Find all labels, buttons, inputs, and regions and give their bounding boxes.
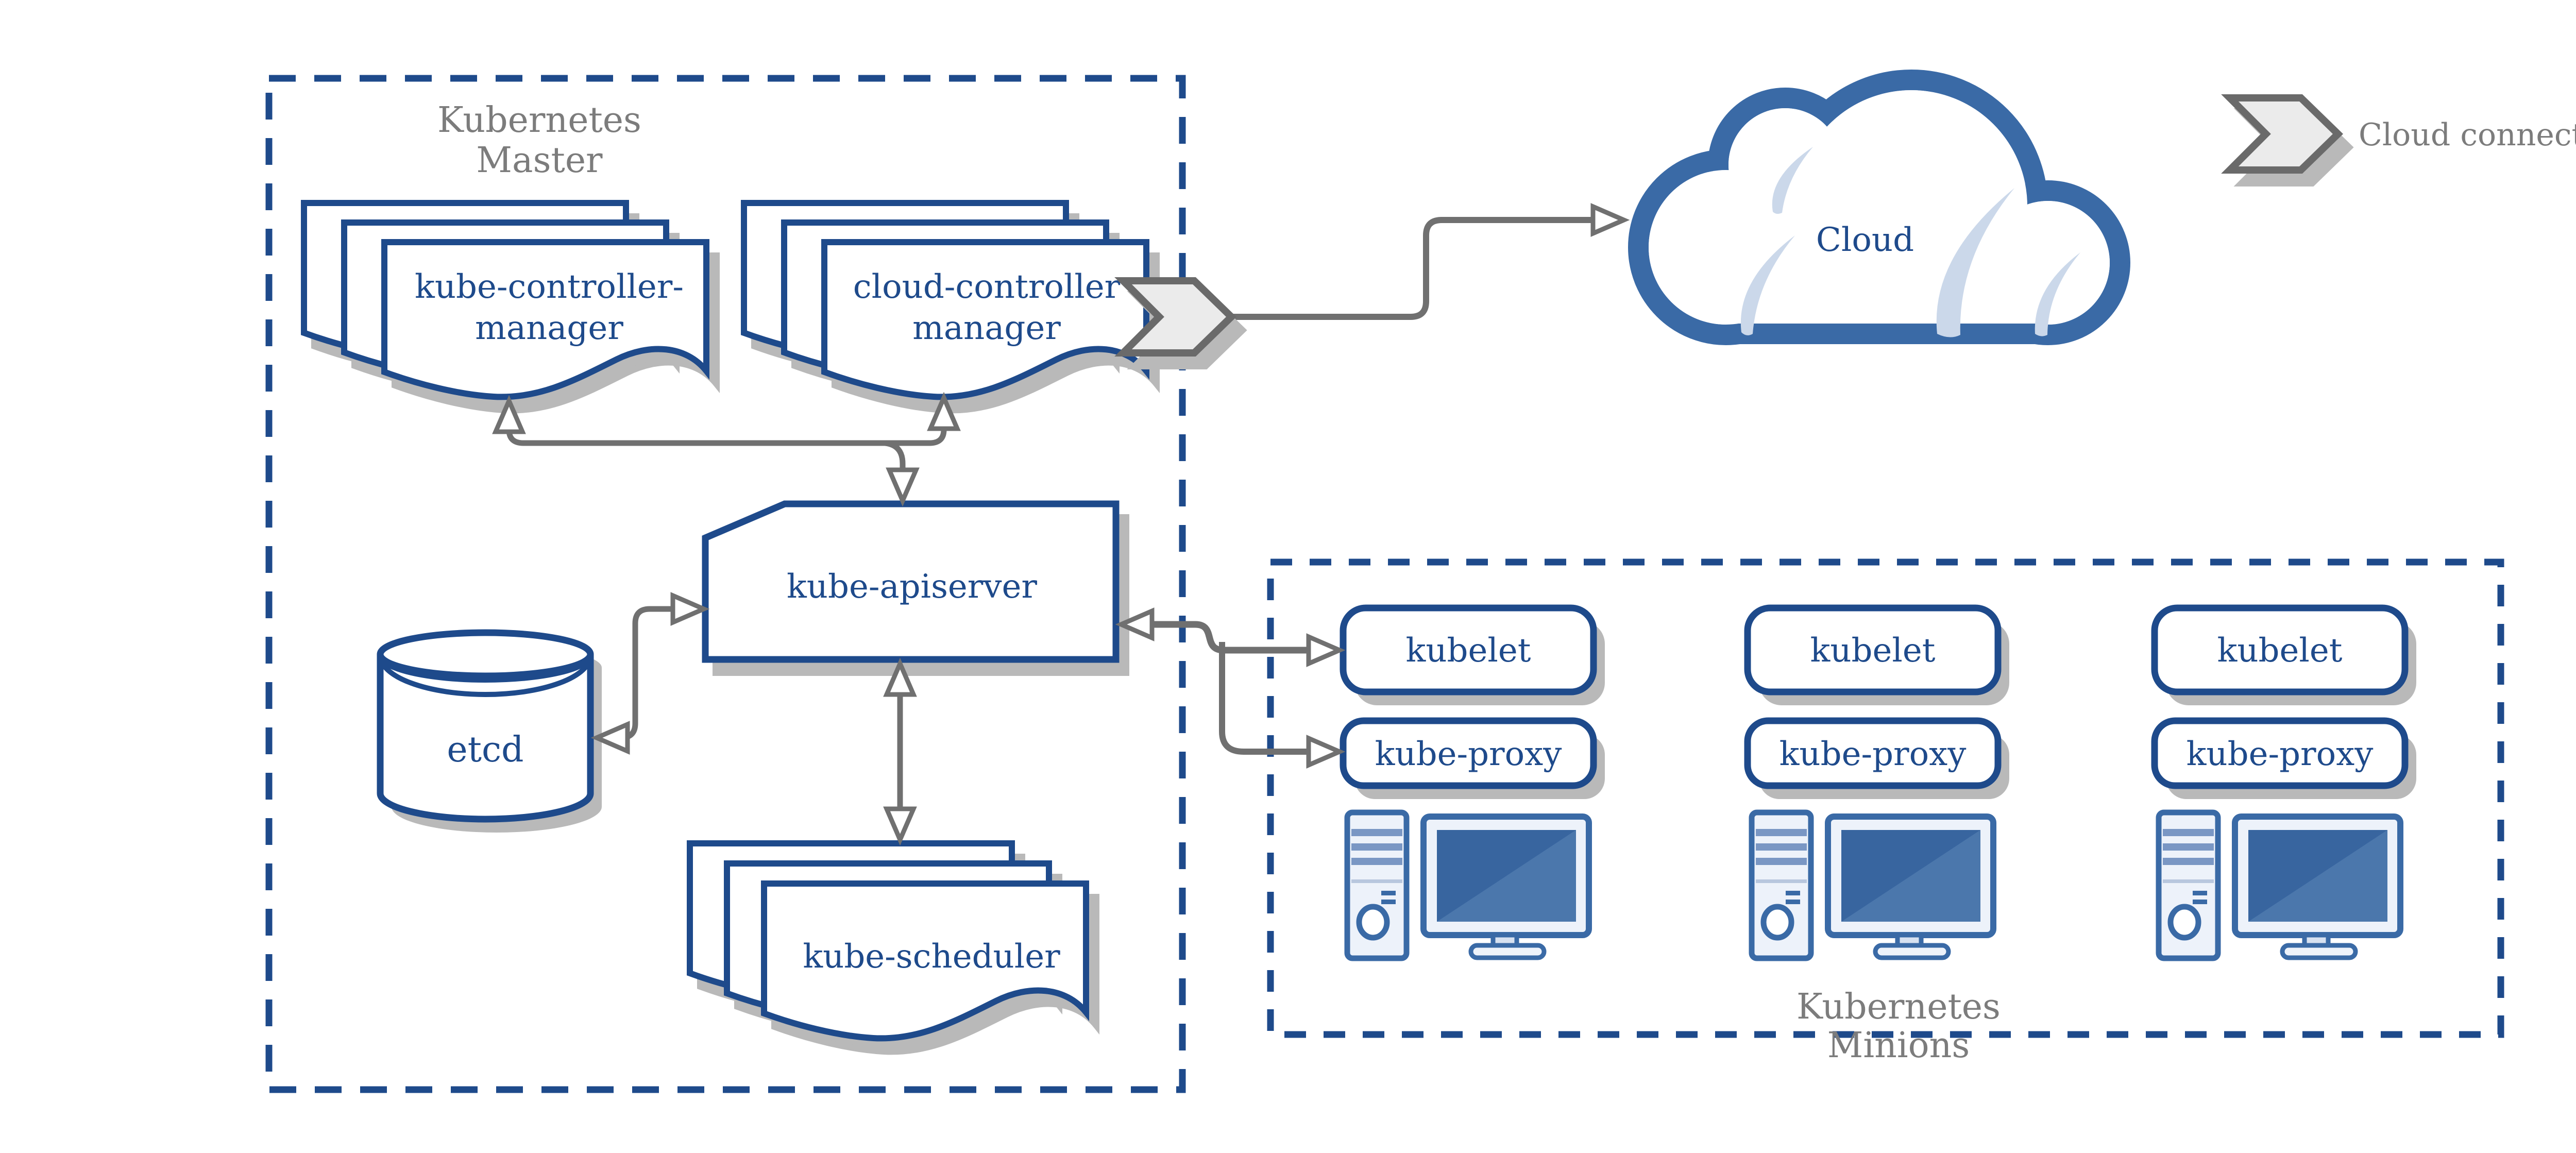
- cloud-controller-manager-label-line1: cloud-controller: [853, 268, 1121, 306]
- card-shape: [702, 500, 1120, 663]
- kube-proxy-box: [2151, 717, 2409, 789]
- kube-apiserver-node: kube-apiserver: [702, 500, 1129, 676]
- kubelet-label: kubelet: [2217, 632, 2343, 670]
- etcd-database-top: [377, 629, 594, 680]
- kube-controller-manager-label-line1: kube-controller-: [415, 268, 684, 306]
- legend-label: Cloud connector: [2359, 117, 2576, 153]
- kube-controller-manager-label-line2: manager: [475, 309, 623, 347]
- kube-proxy-box: [1744, 717, 2002, 789]
- workstation-icon: [2159, 812, 2400, 958]
- cloud-shape-fill: [1649, 90, 2110, 325]
- legend: Cloud connector: [2230, 98, 2576, 183]
- master-label-line2: Master: [476, 140, 603, 181]
- minions-label-line1: Kubernetes: [1797, 987, 2001, 1027]
- etcd-ring: [378, 655, 593, 683]
- workstation-icon: [1347, 812, 1589, 958]
- kubernetes-master-box: [265, 75, 1186, 1093]
- kube-scheduler-label: kube-scheduler: [803, 938, 1060, 976]
- cloud-controller-manager-node: cloud-controller manager: [744, 203, 1157, 410]
- kube-proxy-label: kube-proxy: [1780, 735, 1967, 773]
- etcd-ring: [378, 655, 593, 697]
- kubelet-label: kubelet: [1810, 632, 1936, 670]
- etcd-database-icon: [377, 654, 594, 823]
- kubernetes-minions-box: [1267, 558, 2504, 1038]
- kube-scheduler-node: kube-scheduler: [690, 843, 1096, 1052]
- minion-column-2: kubelet kube-proxy: [1744, 604, 2009, 958]
- cloud-sliver-accents: [1740, 147, 2080, 337]
- cloud-node: Cloud: [1628, 70, 2130, 345]
- master-label-line1: Kubernetes: [437, 100, 641, 141]
- cloud-controller-manager-label-line2: manager: [912, 309, 1061, 347]
- etcd-node: etcd: [377, 629, 602, 833]
- workstation-icon: [1752, 812, 1993, 958]
- kubelet-box: [2151, 604, 2409, 696]
- minions-label-line2: Minions: [1827, 1025, 1970, 1066]
- minion-column-3: kubelet kube-proxy: [2151, 604, 2416, 958]
- kubelet-box: [1744, 604, 2002, 696]
- kube-proxy-label: kube-proxy: [2187, 735, 2374, 773]
- kubelet-label: kubelet: [1406, 632, 1531, 670]
- cloud-label: Cloud: [1816, 221, 1914, 259]
- kube-proxy-box: [1340, 717, 1597, 789]
- kube-proxy-label: kube-proxy: [1375, 735, 1562, 773]
- kubelet-box: [1340, 604, 1597, 696]
- etcd-label: etcd: [447, 730, 523, 770]
- minion-column-1: kubelet kube-proxy: [1340, 604, 1605, 958]
- kube-apiserver-label: kube-apiserver: [787, 568, 1037, 606]
- kube-controller-manager-node: kube-controller- manager: [304, 203, 717, 410]
